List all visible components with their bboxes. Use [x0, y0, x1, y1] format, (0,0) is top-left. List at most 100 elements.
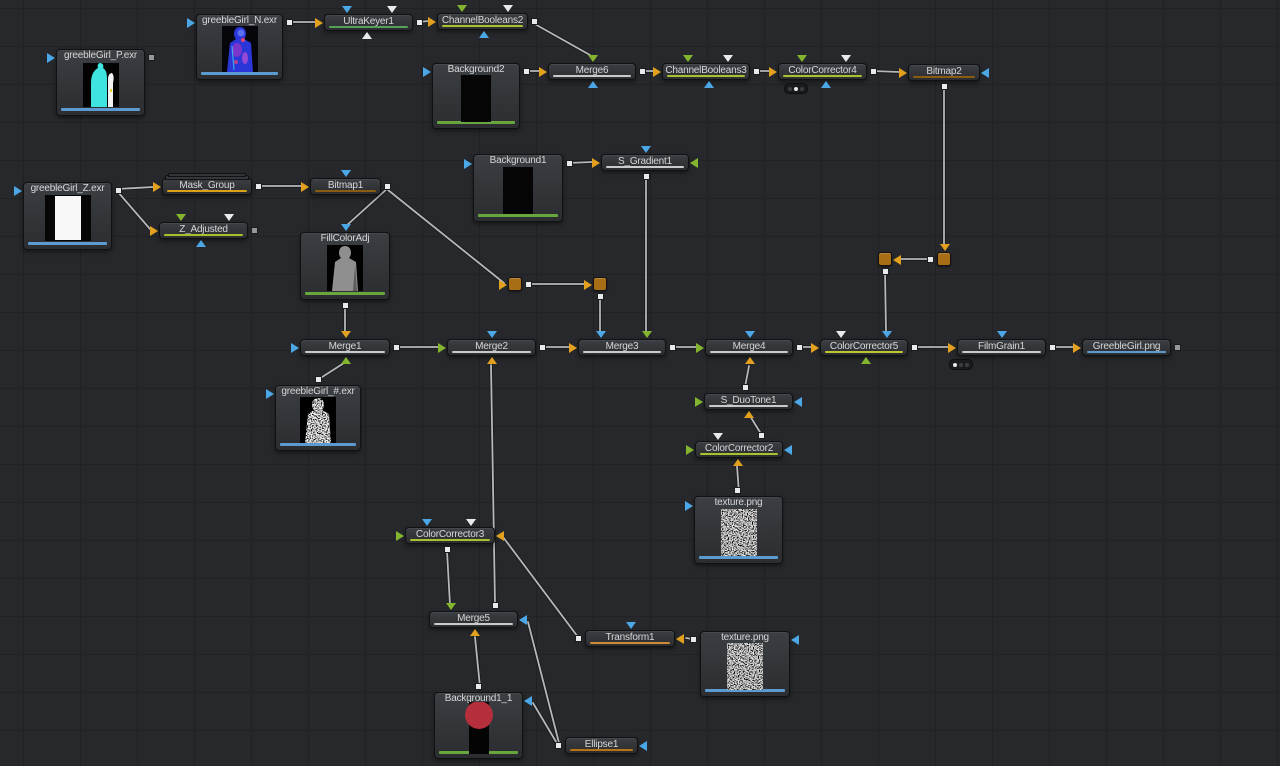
- node-z-adjusted[interactable]: Z_Adjusted: [150, 214, 258, 247]
- output-socket[interactable]: [115, 187, 122, 194]
- output-socket[interactable]: [475, 683, 482, 690]
- output-socket[interactable]: [669, 344, 676, 351]
- node-merge5[interactable]: Merge5: [429, 602, 527, 636]
- node-merge6[interactable]: Merge6: [539, 55, 646, 88]
- yellow-input-arrow[interactable]: [592, 158, 600, 168]
- wire-32[interactable]: [502, 536, 579, 638]
- blue-input-arrow[interactable]: [341, 224, 351, 231]
- node-transform1[interactable]: Transform1: [575, 622, 684, 647]
- green-input-arrow[interactable]: [341, 357, 351, 364]
- green-input-arrow[interactable]: [396, 531, 404, 541]
- output-socket[interactable]: [639, 68, 646, 75]
- node-merge3[interactable]: Merge3: [569, 331, 676, 356]
- output-socket[interactable]: [597, 293, 604, 300]
- blue-input-arrow[interactable]: [821, 81, 831, 88]
- green-input-arrow[interactable]: [686, 445, 694, 455]
- output-socket[interactable]: [690, 636, 697, 643]
- output-socket[interactable]: [539, 344, 546, 351]
- yellow-input-arrow[interactable]: [487, 357, 497, 364]
- wire-16[interactable]: [387, 189, 505, 284]
- output-socket[interactable]: [753, 68, 760, 75]
- wire-12[interactable]: [116, 186, 154, 190]
- wire-21[interactable]: [318, 362, 345, 380]
- wire-34[interactable]: [474, 636, 481, 688]
- output-socket[interactable]: [742, 384, 749, 391]
- blue-input-arrow[interactable]: [196, 240, 206, 247]
- output-socket[interactable]: [643, 173, 650, 180]
- green-input-arrow[interactable]: [797, 55, 807, 62]
- blue-input-arrow[interactable]: [784, 445, 792, 455]
- green-input-arrow[interactable]: [861, 357, 871, 364]
- node-ellipse1[interactable]: Ellipse1: [555, 737, 647, 754]
- green-input-arrow[interactable]: [695, 397, 703, 407]
- blue-input-arrow[interactable]: [626, 622, 636, 629]
- output-socket[interactable]: [525, 281, 532, 288]
- node-router-34[interactable]: [584, 277, 607, 300]
- wire-30[interactable]: [490, 364, 496, 605]
- node-texture-png[interactable]: texture.png: [685, 487, 783, 564]
- blue-input-arrow[interactable]: [596, 331, 606, 338]
- yellow-input-arrow[interactable]: [315, 18, 323, 28]
- yellow-input-arrow[interactable]: [940, 244, 950, 251]
- green-input-arrow[interactable]: [438, 343, 446, 353]
- yellow-input-arrow[interactable]: [653, 67, 661, 77]
- node-filmgrain1[interactable]: FilmGrain1: [948, 331, 1056, 370]
- wire-36[interactable]: [532, 702, 559, 746]
- output-socket[interactable]: [882, 268, 889, 275]
- white-input-arrow[interactable]: [503, 5, 513, 12]
- blue-input-arrow[interactable]: [464, 159, 472, 169]
- blue-input-arrow[interactable]: [882, 331, 892, 338]
- node-bitmap2[interactable]: Bitmap2: [899, 64, 989, 90]
- node-greeblegirl-z-exr[interactable]: greebleGirl_Z.exr: [14, 182, 122, 250]
- node-colorcorrector2[interactable]: ColorCorrector2: [686, 432, 792, 466]
- node-background1[interactable]: Background1: [464, 154, 573, 222]
- blue-input-arrow[interactable]: [981, 68, 989, 78]
- yellow-input-arrow[interactable]: [499, 280, 507, 290]
- yellow-input-arrow[interactable]: [428, 17, 436, 27]
- blue-input-arrow[interactable]: [704, 81, 714, 88]
- output-socket[interactable]: [1049, 344, 1056, 351]
- wire-9[interactable]: [884, 270, 887, 333]
- yellow-input-arrow[interactable]: [733, 459, 743, 466]
- green-input-arrow[interactable]: [642, 331, 652, 338]
- yellow-input-arrow[interactable]: [539, 67, 547, 77]
- blue-input-arrow[interactable]: [487, 331, 497, 338]
- node-s-gradient1[interactable]: S_Gradient1: [592, 146, 698, 180]
- yellow-input-arrow[interactable]: [811, 343, 819, 353]
- yellow-input-arrow[interactable]: [470, 629, 480, 636]
- white-input-arrow[interactable]: [224, 214, 234, 221]
- yellow-input-arrow[interactable]: [341, 331, 351, 338]
- blue-input-arrow[interactable]: [341, 170, 351, 177]
- node-greeblegirl-exr[interactable]: greebleGirl_#.exr: [266, 376, 361, 451]
- yellow-input-arrow[interactable]: [569, 343, 577, 353]
- yellow-input-arrow[interactable]: [1073, 343, 1081, 353]
- output-socket[interactable]: [492, 602, 499, 609]
- node-texture-png[interactable]: texture.png: [690, 631, 799, 697]
- output-socket[interactable]: [255, 183, 262, 190]
- unconnected-output-socket[interactable]: [1174, 344, 1181, 351]
- output-socket[interactable]: [286, 19, 293, 26]
- node-channelbooleans2[interactable]: ChannelBooleans2: [428, 5, 538, 38]
- output-socket[interactable]: [796, 344, 803, 351]
- white-input-arrow[interactable]: [713, 433, 723, 440]
- white-input-arrow[interactable]: [387, 6, 397, 13]
- yellow-input-arrow[interactable]: [153, 182, 161, 192]
- yellow-input-arrow[interactable]: [948, 343, 956, 353]
- green-input-arrow[interactable]: [690, 158, 698, 168]
- green-input-arrow[interactable]: [176, 214, 186, 221]
- output-socket[interactable]: [734, 487, 741, 494]
- blue-input-arrow[interactable]: [266, 389, 274, 399]
- blue-input-arrow[interactable]: [291, 343, 299, 353]
- wire-27[interactable]: [744, 365, 750, 388]
- node-greeblegirl-n-exr[interactable]: greebleGirl_N.exr: [187, 14, 293, 80]
- green-input-arrow[interactable]: [696, 343, 704, 353]
- node-router-35[interactable]: [878, 252, 901, 275]
- yellow-input-arrow[interactable]: [150, 226, 158, 236]
- output-socket[interactable]: [531, 18, 538, 25]
- blue-input-arrow[interactable]: [423, 67, 431, 77]
- white-input-arrow[interactable]: [836, 331, 846, 338]
- yellow-input-arrow[interactable]: [301, 182, 309, 192]
- wire-15[interactable]: [345, 187, 389, 227]
- output-socket[interactable]: [555, 742, 562, 749]
